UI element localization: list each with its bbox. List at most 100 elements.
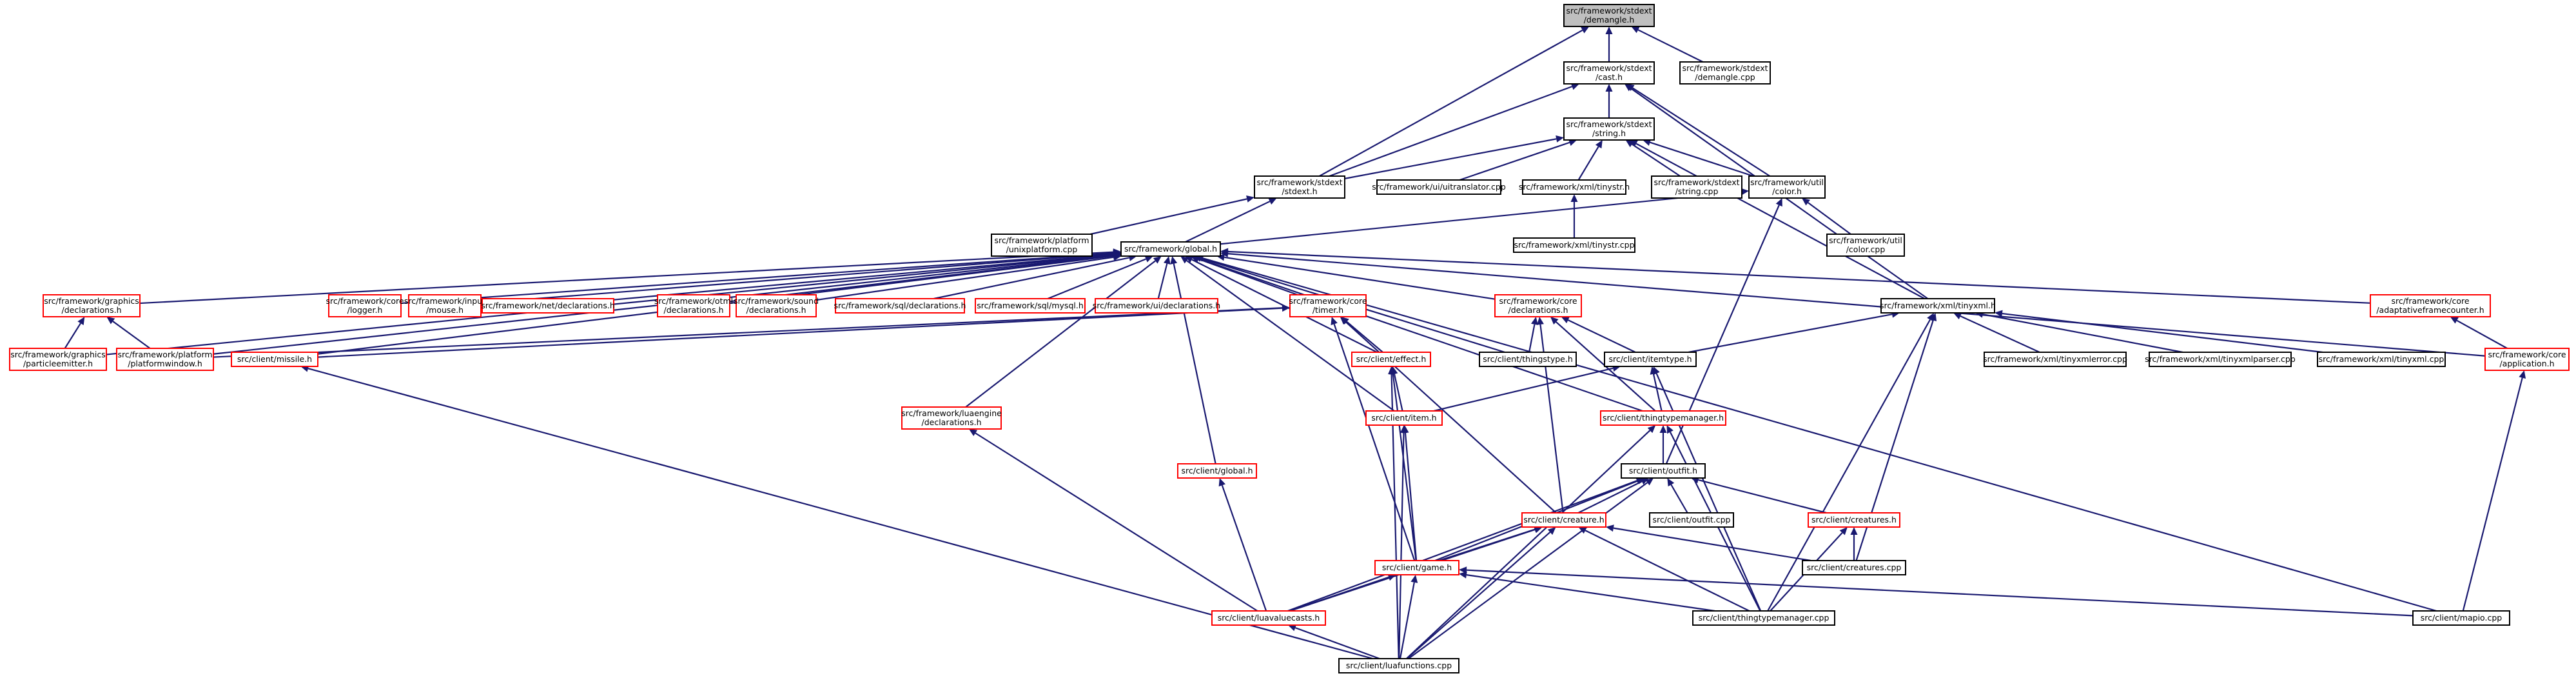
node-client-global[interactable]: src/client/global.h (1177, 463, 1257, 479)
node-net-decl[interactable]: src/framework/net/declarations.h (481, 298, 615, 314)
node-cast-h[interactable]: src/framework/stdext/cast.h (1563, 61, 1655, 85)
node-label: src/framework/core (1289, 296, 1367, 306)
edge-thingtypemanager-h-to-global-h (1198, 257, 1643, 412)
node-effect[interactable]: src/client/effect.h (1351, 352, 1431, 367)
node-tinyxmlparser[interactable]: src/framework/xml/tinyxmlparser.cpp (2145, 352, 2296, 367)
node-game[interactable]: src/client/game.h (1374, 560, 1459, 575)
node-label: src/framework/graphics (44, 296, 139, 306)
node-box (1563, 4, 1655, 27)
node-tinystr-cpp[interactable]: src/framework/xml/tinystr.cpp (1513, 237, 1635, 253)
node-demangle-h[interactable]: src/framework/stdext/demangle.h (1563, 4, 1655, 27)
node-ui-decl[interactable]: src/framework/ui/declarations.h (1093, 298, 1220, 314)
edge-luavaluecasts-to-game (1289, 576, 1389, 612)
node-box (1802, 560, 1906, 575)
node-uitranslator[interactable]: src/framework/ui/uitranslator.cpp (1372, 179, 1506, 195)
node-adaptive[interactable]: src/framework/core/adaptativeframecounte… (2370, 294, 2491, 317)
node-box (328, 294, 402, 317)
node-item[interactable]: src/client/item.h (1365, 410, 1443, 426)
node-label: src/framework/xml/tinyxmlerror.cpp (1983, 354, 2127, 364)
edge-luafunctions-to-creature (1406, 532, 1551, 659)
node-gfx-decl[interactable]: src/framework/graphics/declarations.h (43, 294, 141, 317)
edge-layer (64, 26, 2526, 660)
edge-thingtypemanager-cpp-to-game (1466, 574, 1715, 612)
node-color-cpp[interactable]: src/framework/util/color.cpp (1826, 234, 1905, 257)
arrowhead (1653, 366, 1660, 375)
node-particleemitter[interactable]: src/framework/graphics/particleemitter.h (9, 348, 107, 371)
node-mysql[interactable]: src/framework/sql/mysql.h (975, 298, 1086, 314)
node-label: src/framework/core (2488, 350, 2566, 359)
node-string-cpp[interactable]: src/framework/stdext/string.cpp (1651, 175, 1742, 199)
node-string-h[interactable]: src/framework/stdext/string.h (1563, 117, 1655, 141)
node-missile[interactable]: src/client/missile.h (231, 352, 318, 367)
node-box (1289, 294, 1367, 317)
arrowhead (1629, 140, 1638, 147)
node-box (1563, 61, 1655, 85)
node-stdml-decl[interactable]: src/framework/otml/declarations.h (654, 294, 733, 317)
edge-core-decl-to-global-h (1224, 256, 1496, 300)
edge-logger-to-global-h (400, 252, 1114, 304)
edge-stdext-h-to-string-h (1344, 138, 1557, 179)
node-sql-decl[interactable]: src/framework/sql/declarations.h (834, 298, 966, 314)
node-thingtypemanager-h[interactable]: src/client/thingtypemanager.h (1600, 410, 1726, 426)
node-tinyxmlerror[interactable]: src/framework/xml/tinyxmlerror.cpp (1983, 352, 2127, 367)
edge-itemtype-to-tinyxml-h (1688, 314, 1893, 354)
node-thingtypemanager-cpp[interactable]: src/client/thingtypemanager.cpp (1692, 610, 1835, 626)
edge-sound-decl-to-global-h (815, 256, 1114, 301)
node-creatures-h[interactable]: src/client/creatures.h (1808, 512, 1900, 528)
arrowhead (1531, 317, 1538, 325)
edge-effect-to-timer (1346, 321, 1383, 353)
node-label: /particleemitter.h (23, 359, 93, 368)
node-label: src/framework/graphics (10, 350, 105, 359)
node-luafunctions[interactable]: src/client/luafunctions.cpp (1338, 658, 1459, 673)
node-box (231, 352, 318, 367)
arrowhead (1606, 524, 1614, 532)
node-creatures-cpp[interactable]: src/client/creatures.cpp (1802, 560, 1906, 575)
node-platformwindow[interactable]: src/framework/platform/platformwindow.h (116, 348, 214, 371)
node-label: src/framework/xml/tinystr.h (1519, 182, 1630, 192)
node-label: src/client/item.h (1371, 413, 1436, 423)
node-label: src/framework/stdext (1256, 177, 1342, 187)
node-label: /cast.h (1595, 72, 1623, 82)
node-mouse[interactable]: src/framework/input/mouse.h (404, 294, 485, 317)
node-box (1748, 175, 1826, 199)
arrowhead (1246, 195, 1254, 203)
node-usr-decl[interactable]: src/framework/luaengine/declarations.h (901, 406, 1002, 430)
edge-thingstype-to-core-decl (1528, 324, 1536, 353)
edge-luafunctions-to-luavaluecasts (1294, 627, 1380, 660)
edge-uitranslator-to-string-h (1459, 141, 1570, 181)
edge-stdext-h-to-cast-h (1329, 86, 1573, 177)
node-core-decl[interactable]: src/framework/core/declarations.h (1494, 294, 1582, 317)
node-application[interactable]: src/framework/core/application.h (2484, 348, 2570, 371)
node-layer: src/framework/stdext/demangle.h src/frame… (9, 4, 2570, 673)
node-sound-decl[interactable]: src/framework/sound/declarations.h (734, 294, 819, 317)
node-color-h[interactable]: src/framework/util/color.h (1748, 175, 1826, 199)
arrowhead (1631, 26, 1640, 34)
arrowhead (1153, 256, 1162, 264)
node-itemtype[interactable]: src/client/itemtype.h (1604, 352, 1697, 367)
node-tinystr-h[interactable]: src/framework/xml/tinystr.h (1519, 179, 1630, 195)
node-box (1351, 352, 1431, 367)
node-logger[interactable]: src/framework/core/logger.h (326, 294, 404, 317)
node-tinyxml-cpp[interactable]: src/framework/xml/tinyxml.cpp (2317, 352, 2446, 367)
node-unixplatform[interactable]: src/framework/platform/unixplatform.cpp (991, 234, 1093, 257)
node-outfit-h[interactable]: src/client/outfit.h (1621, 463, 1706, 479)
node-box (2317, 352, 2446, 367)
node-timer[interactable]: src/framework/core/timer.h (1289, 294, 1367, 317)
arrowhead (1568, 139, 1577, 146)
node-box (1254, 175, 1345, 199)
node-label: src/framework/stdext (1654, 177, 1739, 187)
edge-unixplatform-to-stdext-h (1090, 198, 1247, 235)
node-stdext-h[interactable]: src/framework/stdext/stdext.h (1254, 175, 1345, 199)
node-global-h[interactable]: src/framework/global.h (1120, 241, 1221, 257)
node-creature[interactable]: src/client/creature.h (1521, 512, 1606, 528)
node-demangle-cpp[interactable]: src/framework/stdext/demangle.cpp (1679, 61, 1771, 85)
node-box (2370, 294, 2491, 317)
node-outfit-cpp[interactable]: src/client/outfit.cpp (1649, 512, 1734, 528)
arrowhead (1953, 312, 1962, 319)
node-luavaluecasts[interactable]: src/client/luavaluecasts.h (1211, 610, 1326, 626)
node-mapio[interactable]: src/client/mapio.cpp (2412, 610, 2510, 626)
node-thingstype[interactable]: src/client/thingstype.h (1479, 352, 1577, 367)
node-tinyxml-h[interactable]: src/framework/xml/tinyxml.h (1880, 298, 1996, 314)
edge-demangle-cpp-to-demangle-h (1637, 29, 1704, 63)
edge-ui-decl-to-global-h (1157, 263, 1168, 299)
